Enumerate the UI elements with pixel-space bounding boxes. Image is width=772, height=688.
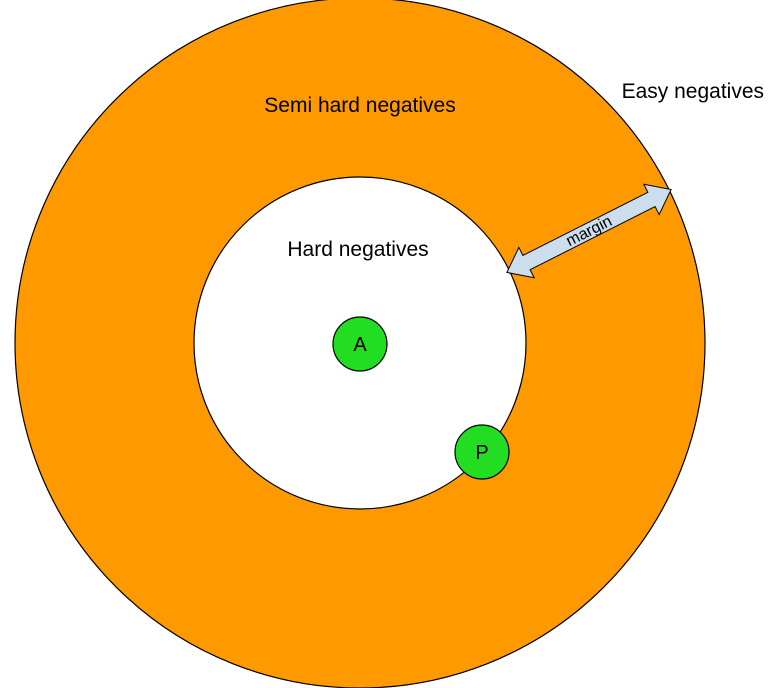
positive-label: P <box>475 442 488 464</box>
hard-negatives-label: Hard negatives <box>287 238 428 261</box>
semi-hard-negatives-label: Semi hard negatives <box>264 94 455 117</box>
anchor-label: A <box>353 334 367 356</box>
anchor-point <box>332 316 388 372</box>
positive-point <box>454 424 510 480</box>
easy-negatives-label: Easy negatives <box>622 80 764 103</box>
margin-arrow-shape <box>506 183 672 279</box>
